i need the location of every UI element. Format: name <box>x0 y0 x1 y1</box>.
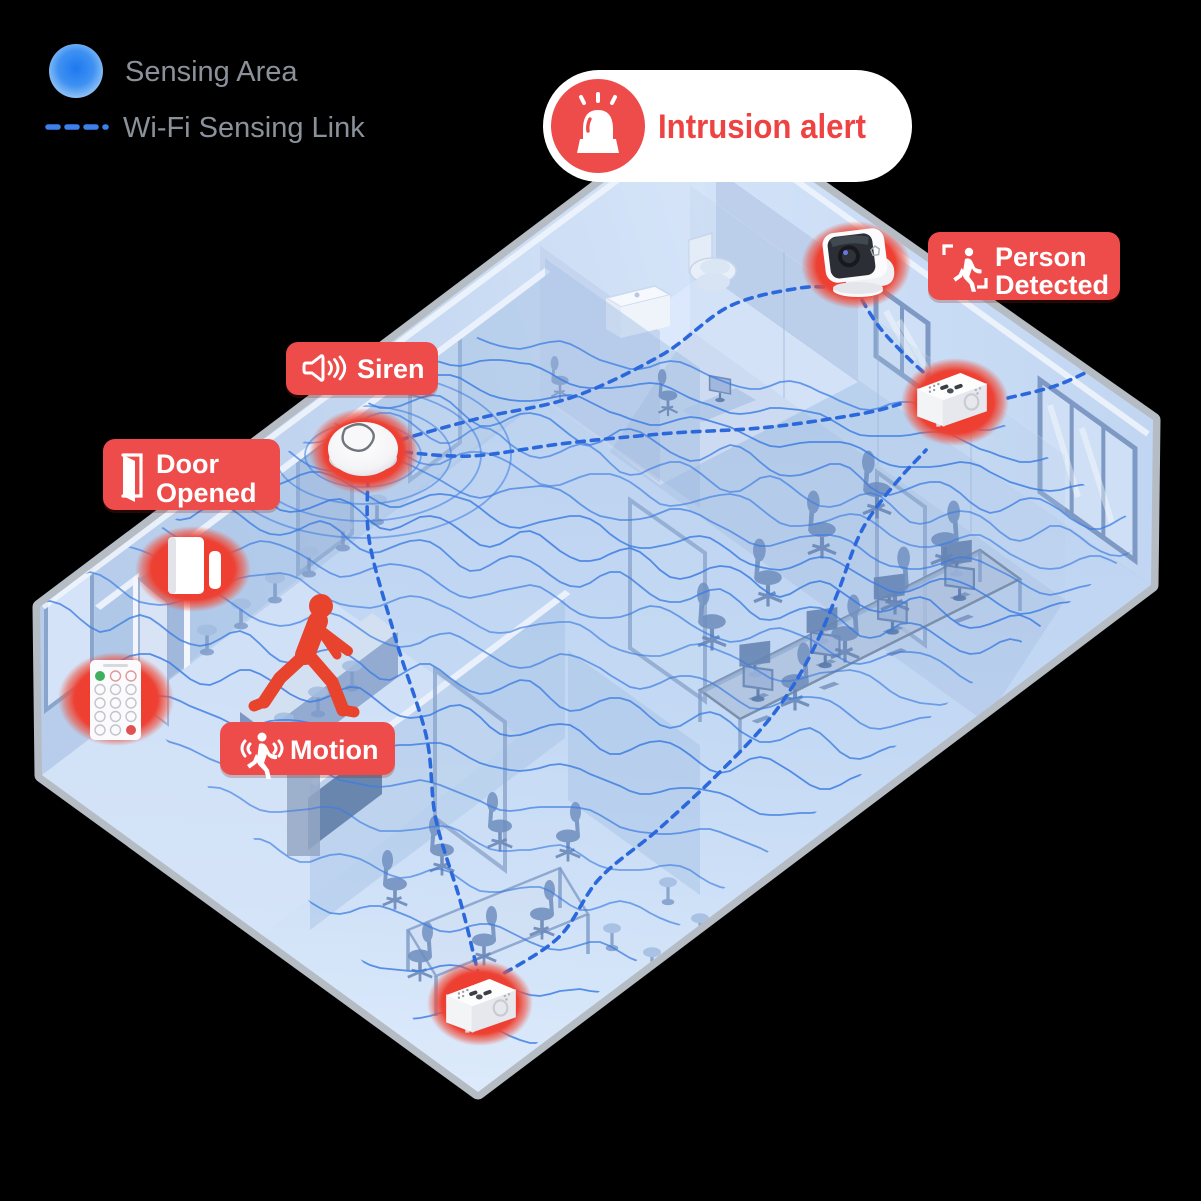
svg-text:Detected: Detected <box>995 270 1109 300</box>
svg-text:Motion: Motion <box>290 735 378 765</box>
svg-text:Siren: Siren <box>357 354 425 384</box>
svg-text:Wi-Fi Sensing Link: Wi-Fi Sensing Link <box>123 112 365 144</box>
svg-text:Door: Door <box>156 449 219 479</box>
svg-text:Intrusion alert: Intrusion alert <box>658 108 866 146</box>
svg-text:Opened: Opened <box>156 478 257 508</box>
svg-text:Person: Person <box>995 242 1087 272</box>
svg-text:Sensing Area: Sensing Area <box>125 56 298 88</box>
